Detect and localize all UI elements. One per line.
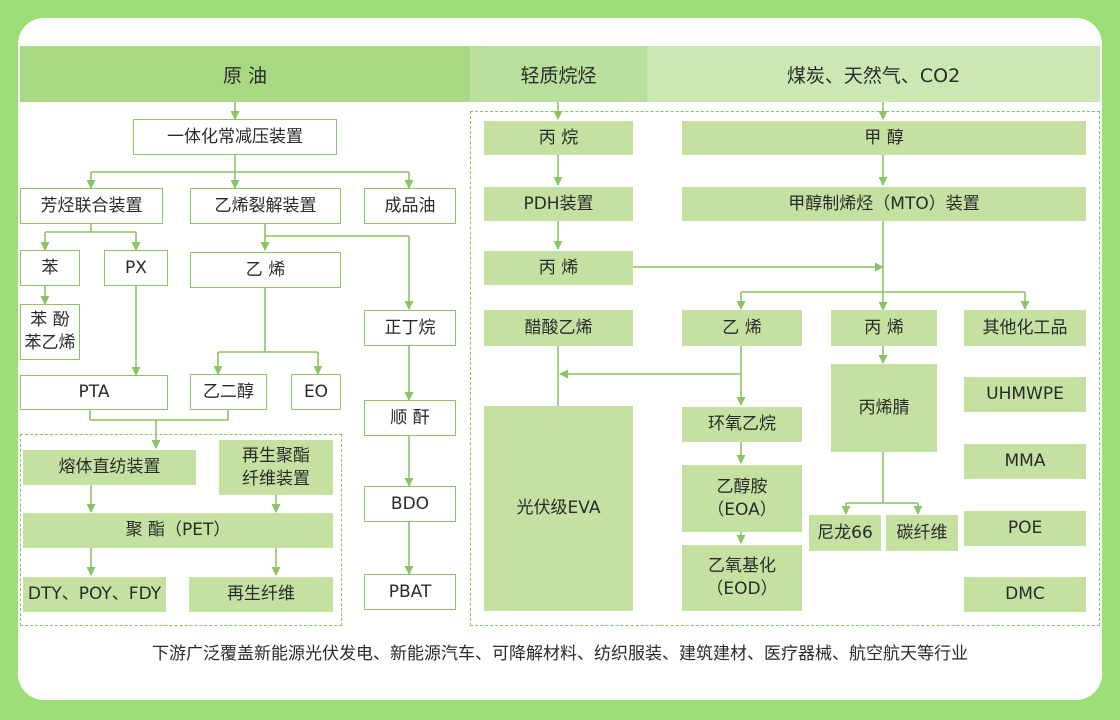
box-mma: MMA [964, 444, 1086, 479]
dashed-region-polyester [20, 434, 342, 626]
box-distillation-unit: 一体化常减压装置 [133, 119, 337, 155]
ethanolamine-label: 乙醇胺 [716, 476, 768, 497]
box-ethylene-crude: 乙 烯 [190, 252, 341, 288]
box-acrylonitrile: 丙烯腈 [831, 364, 937, 452]
box-melt-spinning-unit: 熔体直纺装置 [23, 450, 196, 485]
box-recycled-polyester-unit: 再生聚酯 纤维装置 [219, 440, 333, 495]
box-phenol-styrene: 苯 酚 苯乙烯 [20, 304, 80, 360]
box-bdo: BDO [364, 486, 456, 522]
box-px: PX [104, 250, 168, 286]
box-dmc: DMC [964, 577, 1086, 612]
box-carbon-fiber: 碳纤维 [886, 515, 958, 551]
fiber-unit-label: 纤维装置 [242, 468, 310, 489]
footer-downstream-industries: 下游广泛覆盖新能源光伏发电、新能源汽车、可降解材料、纺织服装、建筑建材、医疗器械… [152, 643, 968, 664]
header-coal-gas: 煤炭、天然气、CO2 [647, 46, 1100, 102]
box-ethylene-mto: 乙 烯 [682, 310, 802, 346]
recycled-polyester-label: 再生聚酯 [242, 445, 310, 466]
box-pet: 聚 酯（PET） [23, 513, 333, 548]
eod-label: （EOD） [706, 579, 778, 599]
phenol-label: 苯 酚 [30, 310, 70, 331]
box-ethylene-glycol: 乙二醇 [190, 374, 267, 410]
box-ethylene-cracker: 乙烯裂解装置 [190, 188, 341, 224]
box-n-butane: 正丁烷 [364, 310, 456, 346]
box-pta: PTA [20, 375, 168, 410]
box-uhmwpe: UHMWPE [964, 377, 1086, 412]
box-nylon66: 尼龙66 [809, 515, 881, 551]
box-propane: 丙 烷 [484, 121, 633, 155]
box-propylene-pdh: 丙 烯 [484, 251, 633, 285]
box-product-oil: 成品油 [364, 188, 456, 224]
box-pbat: PBAT [364, 574, 456, 610]
eoa-label: （EOA） [707, 499, 777, 520]
box-ethoxylation: 乙氧基化 （EOD） [682, 545, 802, 611]
box-ethylene-oxide: 环氧乙烷 [682, 407, 802, 442]
box-pdh-unit: PDH装置 [484, 187, 633, 221]
box-maleic-anhydride: 顺 酐 [364, 400, 456, 436]
box-aromatics-unit: 芳烃联合装置 [20, 188, 163, 224]
box-propylene-mto: 丙 烯 [831, 310, 937, 346]
box-methanol: 甲 醇 [682, 121, 1086, 155]
box-dty-poy-fdy: DTY、POY、FDY [23, 577, 166, 612]
box-poe: POE [964, 511, 1086, 546]
box-other-chemicals: 其他化工品 [964, 310, 1086, 346]
box-eo: EO [291, 374, 341, 410]
box-ethanolamine: 乙醇胺 （EOA） [682, 465, 802, 532]
box-vinyl-acetate: 醋酸乙烯 [484, 310, 633, 346]
box-recycled-fiber: 再生纤维 [189, 577, 333, 612]
header-light-alkanes: 轻质烷烃 [470, 46, 647, 102]
styrene-label: 苯乙烯 [24, 333, 76, 353]
dashed-region-right [470, 111, 1100, 626]
header-crude-oil: 原 油 [20, 46, 470, 102]
box-benzene: 苯 [20, 250, 80, 286]
ethoxylation-label: 乙氧基化 [708, 556, 776, 577]
box-pv-eva: 光伏级EVA [484, 406, 633, 611]
box-mto-unit: 甲醇制烯烃（MTO）装置 [682, 187, 1086, 221]
